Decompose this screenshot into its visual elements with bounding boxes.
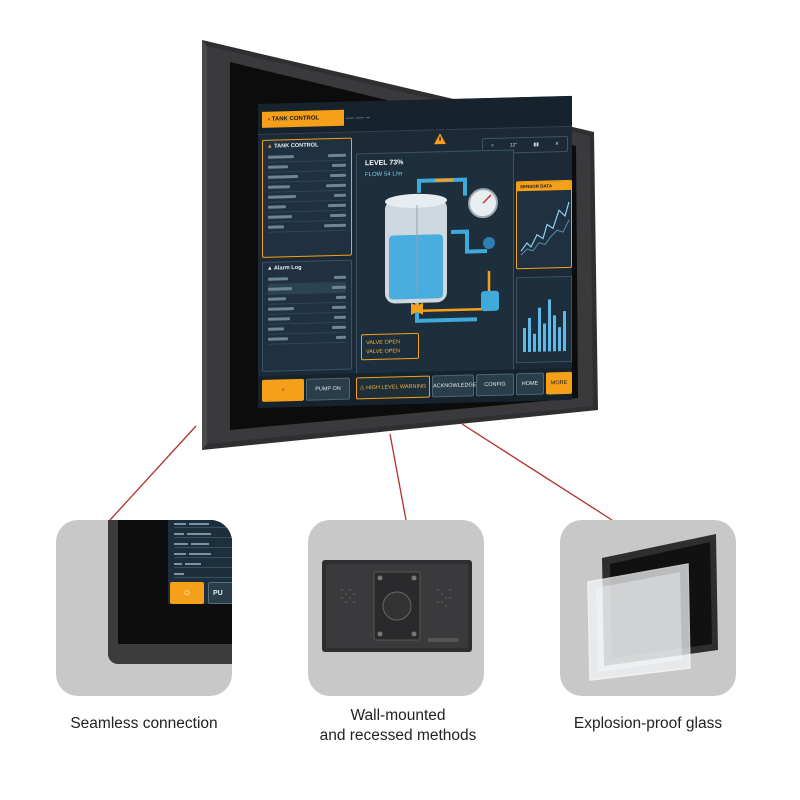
caption-wall-mounted: Wall-mounted and recessed methods [319, 707, 477, 744]
feature-card-wall-mounted [308, 520, 484, 696]
tank-diagram [385, 177, 499, 323]
monitor-back-view [322, 560, 472, 652]
pressure-gauge-icon [468, 188, 498, 219]
valve-icon [411, 302, 423, 316]
glass-layer-illustration [587, 534, 718, 681]
hmi-screen[interactable]: ‹ TANK CONTROL •••• •••• •• < 12° ▮▮ ✕ ▲… [258, 95, 572, 408]
tank-diagram-panel: LEVEL 73% FLOW 54 L/m [356, 149, 514, 376]
storage-tank [385, 193, 447, 304]
warning-triangle-icon [434, 133, 446, 145]
feature-card-explosion-proof-glass [560, 520, 736, 696]
feature-card-seamless-connection: ○ PU [56, 520, 232, 696]
pump-icon [481, 236, 499, 312]
power-button-closeup: ○ [170, 582, 204, 604]
pump-button-closeup: PU [208, 582, 232, 604]
caption-explosion-proof-glass: Explosion-proof glass [573, 715, 723, 732]
bar-trend-chart [523, 299, 566, 353]
caption-seamless-connection: Seamless connection [70, 715, 218, 732]
bar-trend-panel [516, 275, 572, 364]
sensor-trend-panel: SENSOR DATA [516, 179, 572, 270]
line-trend-chart [520, 201, 570, 256]
